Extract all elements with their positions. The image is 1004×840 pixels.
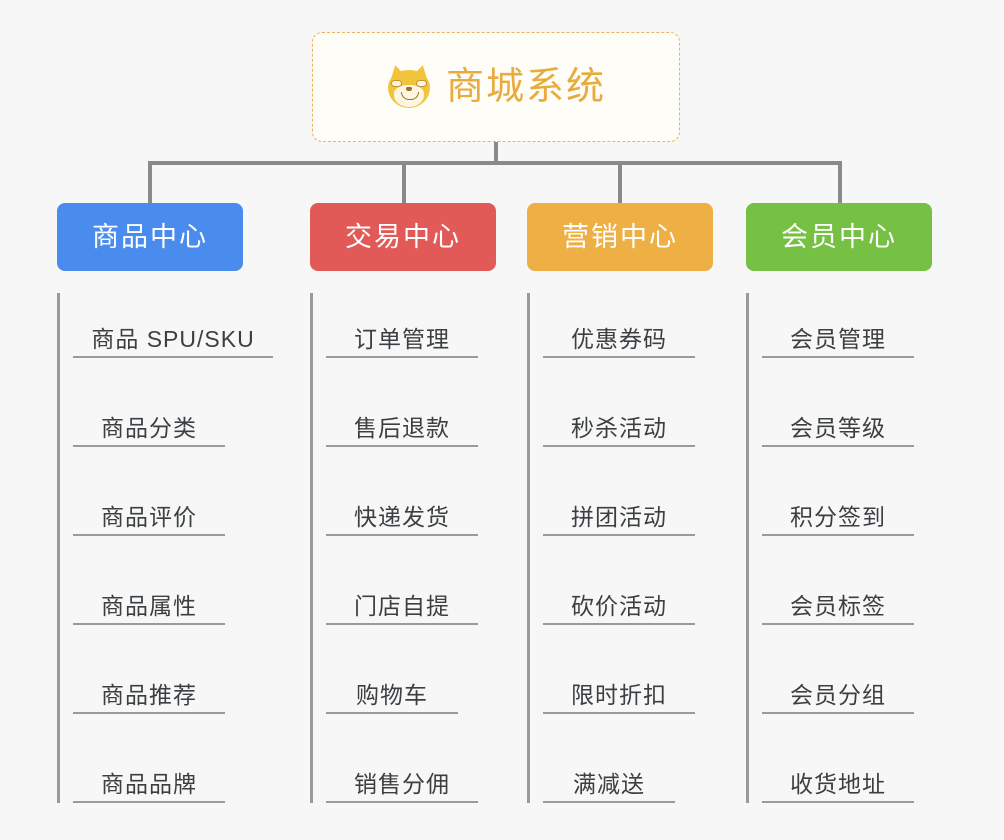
leaf-list-trade: 订单管理 售后退款 快递发货 门店自提 购物车 销售分佣 (310, 293, 496, 803)
leaf-item[interactable]: 商品评价 (73, 447, 225, 536)
leaf-label: 会员标签 (790, 592, 886, 619)
leaf-label: 售后退款 (354, 414, 450, 441)
leaf-item[interactable]: 商品 SPU/SKU (73, 293, 273, 358)
leaf-item[interactable]: 优惠券码 (543, 293, 695, 358)
leaf-label: 销售分佣 (354, 770, 450, 797)
leaf-label: 收货地址 (790, 770, 886, 797)
leaf-label: 订单管理 (354, 325, 450, 352)
leaf-item[interactable]: 积分签到 (762, 447, 914, 536)
root-node-mall-system[interactable]: 商城系统 (312, 32, 680, 142)
leaf-item[interactable]: 会员等级 (762, 358, 914, 447)
leaf-label: 会员管理 (790, 325, 886, 352)
leaf-label: 商品品牌 (101, 770, 197, 797)
leaf-list-product: 商品 SPU/SKU 商品分类 商品评价 商品属性 商品推荐 商品品牌 (57, 293, 273, 803)
leaf-label: 秒杀活动 (571, 414, 667, 441)
leaf-item[interactable]: 限时折扣 (543, 625, 695, 714)
connector-drop-3 (618, 161, 622, 205)
category-header-trade[interactable]: 交易中心 (310, 203, 496, 271)
leaf-label: 会员分组 (790, 681, 886, 708)
leaf-label: 商品 SPU/SKU (91, 325, 255, 352)
category-title: 交易中心 (345, 221, 461, 252)
category-column-product: 商品中心 商品 SPU/SKU 商品分类 商品评价 商品属性 商品推荐 商品品牌 (57, 203, 273, 803)
category-header-marketing[interactable]: 营销中心 (527, 203, 713, 271)
leaf-item[interactable]: 商品分类 (73, 358, 225, 447)
leaf-trunk-line (527, 293, 530, 803)
leaf-item[interactable]: 售后退款 (326, 358, 478, 447)
leaf-label: 限时折扣 (571, 681, 667, 708)
category-column-member: 会员中心 会员管理 会员等级 积分签到 会员标签 会员分组 收货地址 (746, 203, 932, 803)
leaf-item[interactable]: 砍价活动 (543, 536, 695, 625)
leaf-item[interactable]: 销售分佣 (326, 714, 478, 803)
category-title: 会员中心 (781, 221, 897, 252)
leaf-item[interactable]: 商品推荐 (73, 625, 225, 714)
leaf-list-marketing: 优惠券码 秒杀活动 拼团活动 砍价活动 限时折扣 满减送 (527, 293, 713, 803)
leaf-trunk-line (310, 293, 313, 803)
leaf-label: 商品评价 (101, 503, 197, 530)
leaf-list-member: 会员管理 会员等级 积分签到 会员标签 会员分组 收货地址 (746, 293, 932, 803)
leaf-trunk-line (746, 293, 749, 803)
leaf-label: 会员等级 (790, 414, 886, 441)
leaf-item[interactable]: 会员分组 (762, 625, 914, 714)
category-title: 商品中心 (92, 221, 208, 252)
category-header-product[interactable]: 商品中心 (57, 203, 243, 271)
leaf-item[interactable]: 快递发货 (326, 447, 478, 536)
category-column-trade: 交易中心 订单管理 售后退款 快递发货 门店自提 购物车 销售分佣 (310, 203, 496, 803)
connector-drop-4 (838, 161, 842, 205)
leaf-item[interactable]: 订单管理 (326, 293, 478, 358)
connector-horizontal-bus (148, 161, 842, 165)
leaf-label: 拼团活动 (571, 503, 667, 530)
leaf-label: 积分签到 (790, 503, 886, 530)
leaf-label: 购物车 (356, 681, 428, 708)
leaf-item[interactable]: 拼团活动 (543, 447, 695, 536)
leaf-label: 优惠券码 (571, 325, 667, 352)
leaf-label: 快递发货 (354, 503, 450, 530)
leaf-item[interactable]: 秒杀活动 (543, 358, 695, 447)
leaf-label: 门店自提 (354, 592, 450, 619)
leaf-item[interactable]: 会员标签 (762, 536, 914, 625)
category-title: 营销中心 (562, 221, 678, 252)
connector-drop-1 (148, 161, 152, 205)
leaf-label: 商品属性 (101, 592, 197, 619)
leaf-item[interactable]: 商品品牌 (73, 714, 225, 803)
category-column-marketing: 营销中心 优惠券码 秒杀活动 拼团活动 砍价活动 限时折扣 满减送 (527, 203, 713, 803)
leaf-item[interactable]: 门店自提 (326, 536, 478, 625)
leaf-label: 砍价活动 (571, 592, 667, 619)
category-header-member[interactable]: 会员中心 (746, 203, 932, 271)
connector-drop-2 (402, 161, 406, 205)
leaf-label: 商品推荐 (101, 681, 197, 708)
leaf-item[interactable]: 满减送 (543, 714, 675, 803)
leaf-item[interactable]: 商品属性 (73, 536, 225, 625)
shiba-dog-icon (386, 63, 432, 109)
root-title: 商城系统 (445, 66, 606, 108)
leaf-item[interactable]: 会员管理 (762, 293, 914, 358)
leaf-label: 满减送 (573, 770, 645, 797)
connector-root-stem (494, 142, 498, 164)
leaf-trunk-line (57, 293, 60, 803)
leaf-item[interactable]: 购物车 (326, 625, 458, 714)
leaf-label: 商品分类 (101, 414, 197, 441)
leaf-item[interactable]: 收货地址 (762, 714, 914, 803)
